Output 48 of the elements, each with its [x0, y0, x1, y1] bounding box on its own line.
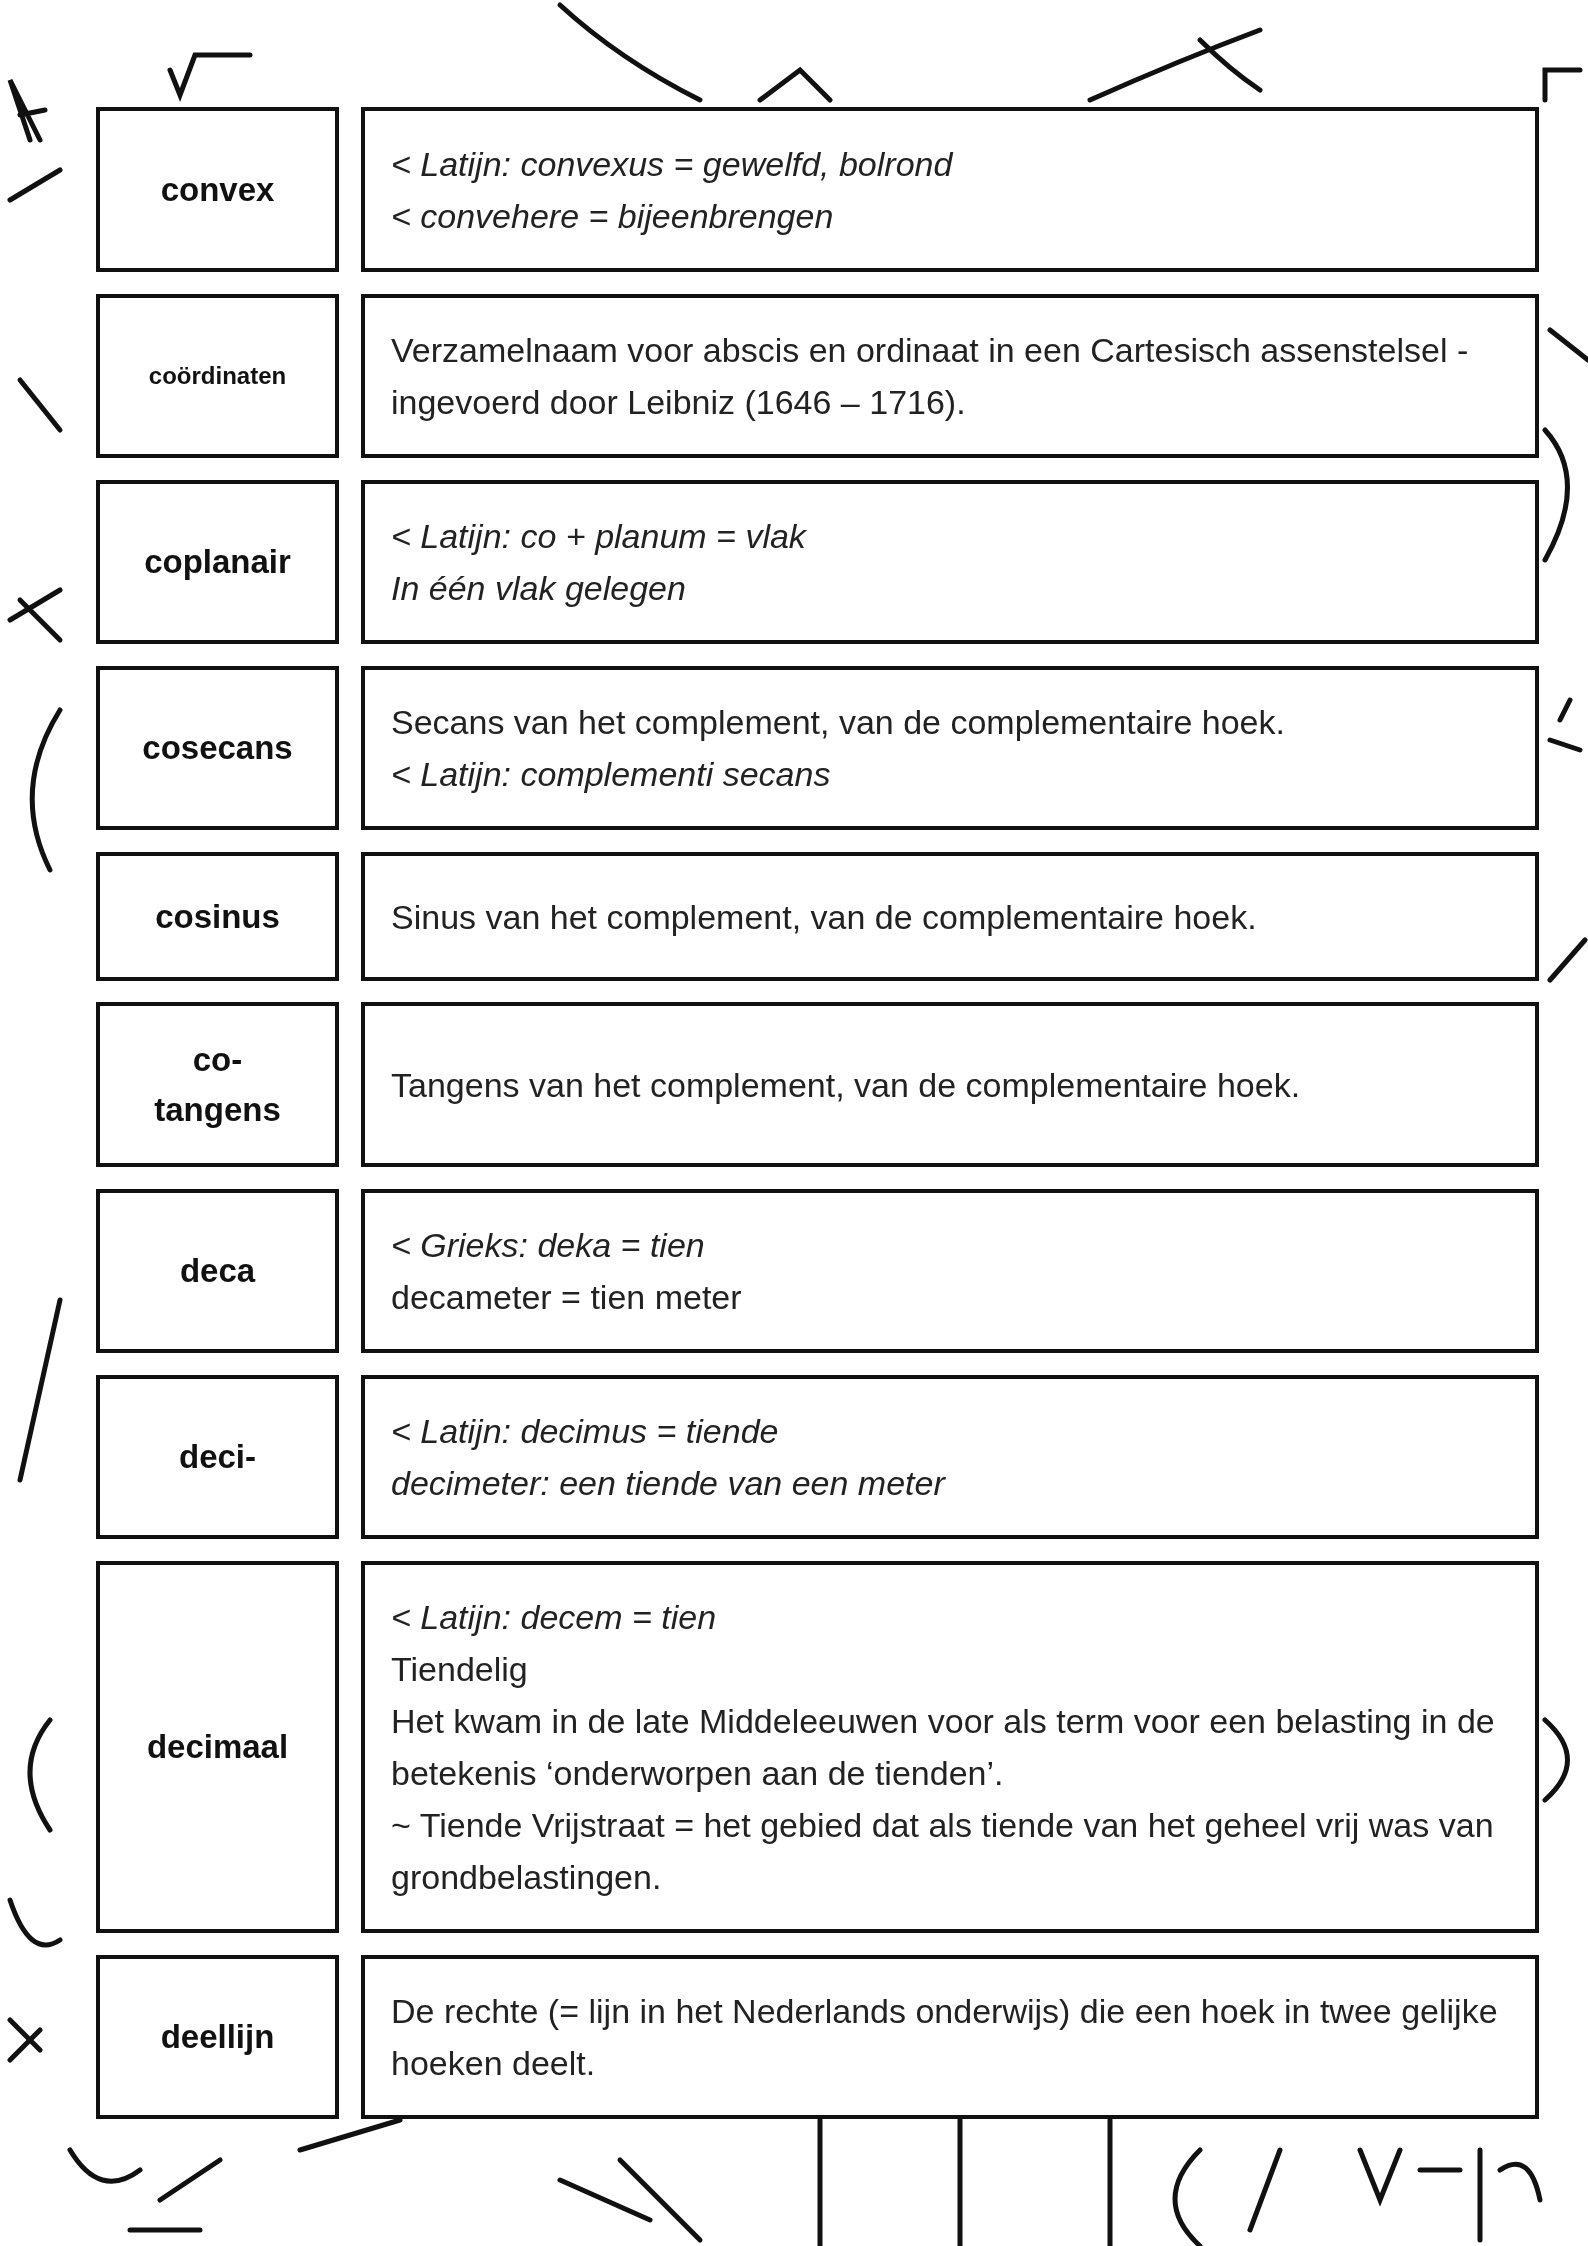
definition-text: De rechte (= lijn in het Nederlands onderwijs) die een hoek in twee gelijke hoeken deelt.: [391, 1991, 1499, 2084]
term-text: deci-: [179, 1437, 256, 1477]
term-text: coplanair: [144, 542, 291, 582]
definition-text: Secans van het complement, van de complementaire hoek.: [391, 702, 1286, 743]
term-box: [96, 1002, 339, 1167]
definition-text: < Latijn: complementi secans: [391, 754, 832, 795]
term-box: [96, 1375, 339, 1539]
term-box: [96, 107, 339, 272]
term-box: [96, 666, 339, 830]
term-box: [96, 1955, 339, 2119]
definition-box: [361, 1189, 1539, 1353]
definition-text: ~ Tiende Vrijstraat = het gebied dat als tiende van het geheel vrij was van grondbelastingen.: [391, 1805, 1495, 1898]
definition-box: [361, 1002, 1539, 1167]
definition-text: Verzamelnaam voor abscis en ordinaat in een Cartesisch assenstelsel - ingevoerd door Leibniz (1646 – 1716).: [391, 330, 1470, 423]
definition-text: Het kwam in de late Middeleeuwen voor als term voor een belasting in de betekenis ‘onderworpen aan de tienden’.: [391, 1701, 1496, 1794]
definition-text: Tiendelig: [391, 1649, 529, 1690]
definition-box: [361, 1955, 1539, 2119]
definition-box: [361, 107, 1539, 272]
term-text: deellijn: [160, 2017, 275, 2057]
definition-text: In één vlak gelegen: [391, 568, 687, 609]
definition-text: decameter = tien meter: [391, 1277, 743, 1318]
definition-box: [361, 852, 1539, 981]
term-box: [96, 852, 339, 981]
definition-text: < Latijn: convexus = gewelfd, bolrond: [391, 143, 955, 185]
definition-text: < Grieks: deka = tien: [391, 1225, 706, 1266]
term-text: deca: [179, 1251, 256, 1291]
term-text: co- tangens: [153, 1039, 282, 1130]
definition-text: < Latijn: decimus = tiende: [391, 1411, 780, 1452]
term-box: [96, 480, 339, 644]
term-text: decimaal: [146, 1727, 289, 1767]
definition-text: decimeter: een tiende van een meter: [391, 1463, 947, 1504]
definition-box: [361, 1375, 1539, 1539]
definition-box: [361, 1561, 1539, 1933]
term-text: cosecans: [142, 728, 293, 768]
term-box: [96, 1561, 339, 1933]
term-text: cosinus: [155, 896, 280, 937]
definition-text: Tangens van het complement, van de complementaire hoek.: [391, 1064, 1302, 1106]
definition-box: [361, 666, 1539, 830]
term-box: [96, 294, 339, 458]
definition-box: [361, 294, 1539, 458]
definition-text: < convehere = bijeenbrengen: [391, 195, 835, 237]
term-text: coördinaten: [148, 361, 287, 391]
definition-text: < Latijn: co + planum = vlak: [391, 516, 808, 557]
term-box: [96, 1189, 339, 1353]
definition-text: < Latijn: decem = tien: [391, 1597, 718, 1638]
definition-box: [361, 480, 1539, 644]
term-text: convex: [160, 169, 275, 210]
definition-text: Sinus van het complement, van de complementaire hoek.: [391, 896, 1258, 938]
